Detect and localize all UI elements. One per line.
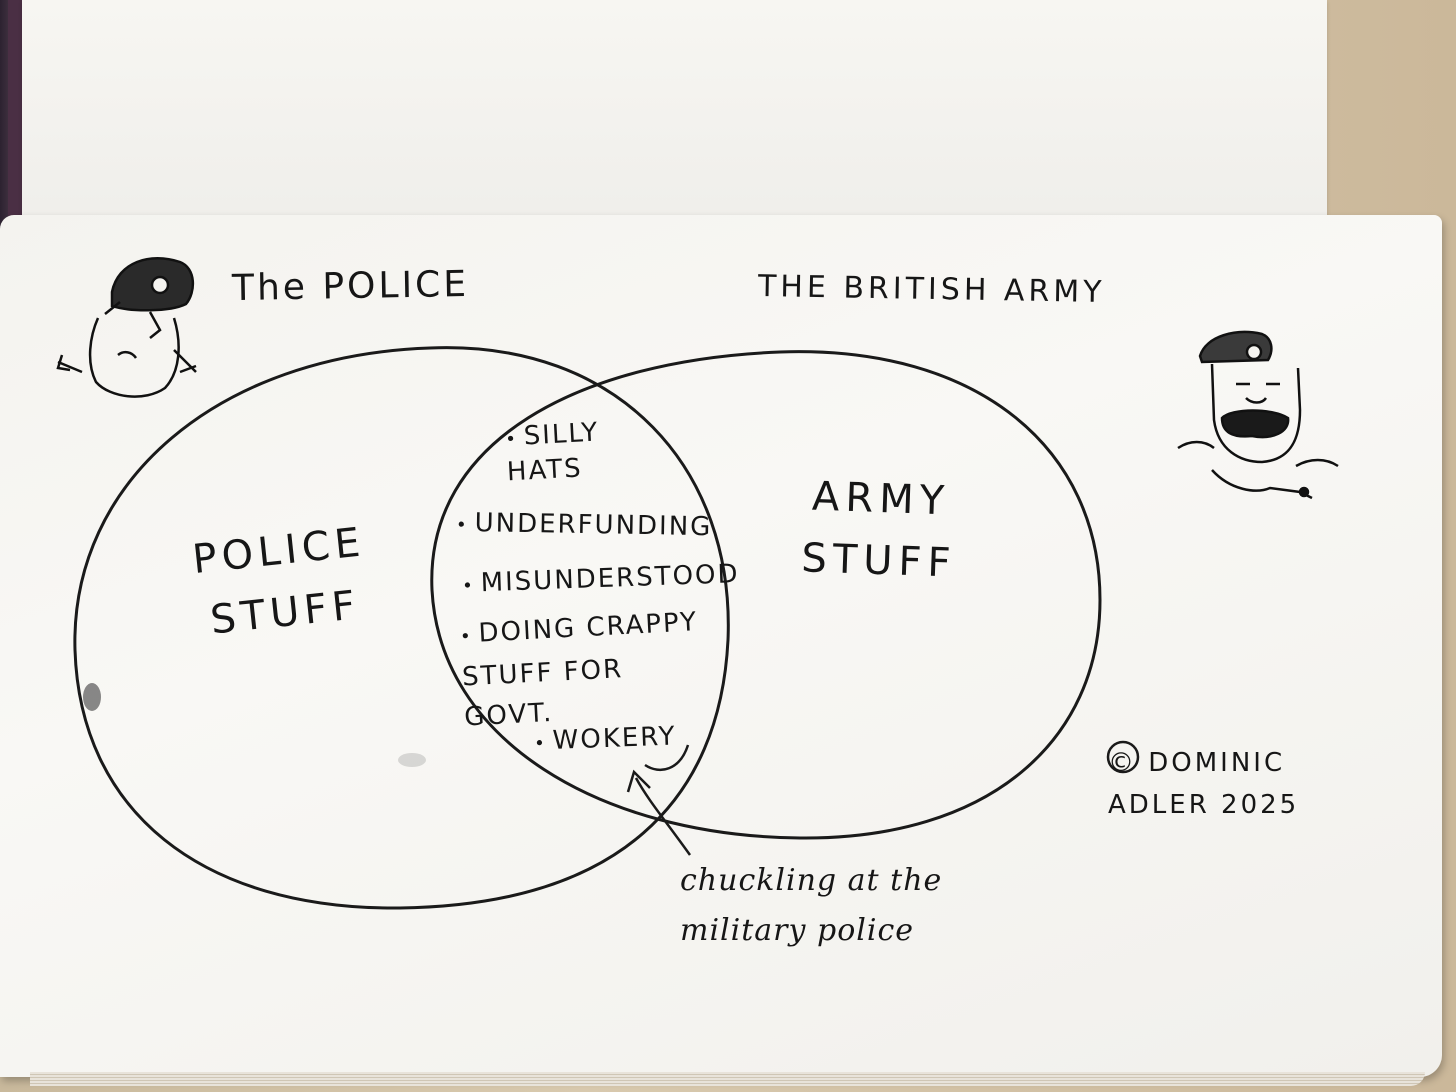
army-set-label: ARMY STUFF [800, 473, 958, 587]
wokery-hook [644, 744, 690, 772]
pencil-smudge [398, 753, 426, 767]
arrow-head [626, 769, 651, 793]
police-set-label: POLICE STUFF [190, 519, 368, 644]
army-circle [430, 350, 1102, 840]
copyright-circle [1106, 740, 1140, 774]
annotation-note: chuckling at the military police [680, 863, 943, 948]
police-circle [73, 346, 730, 910]
police-title: The POLICE [231, 263, 470, 310]
overlap-item: UNDERFUNDING [456, 508, 712, 542]
ink-smudge [83, 683, 101, 711]
overlap-item: WOKERY [534, 722, 677, 757]
police-officer-doodle [56, 257, 197, 398]
overlap-item: DOING CRAPPY STUFF FOR GOVT. [459, 602, 715, 738]
page-stack-edge [30, 1072, 1425, 1086]
army-title: THE BRITISH ARMY [757, 268, 1106, 311]
notebook-page-top [22, 0, 1327, 238]
overlap-item: SILLY HATS [504, 415, 637, 489]
bookmark-ribbon [8, 0, 22, 220]
army-officer-doodle [1177, 330, 1339, 500]
credit-line: © DOMINIC ADLER 2025 [1108, 748, 1300, 820]
annotation-arrow [634, 777, 692, 856]
